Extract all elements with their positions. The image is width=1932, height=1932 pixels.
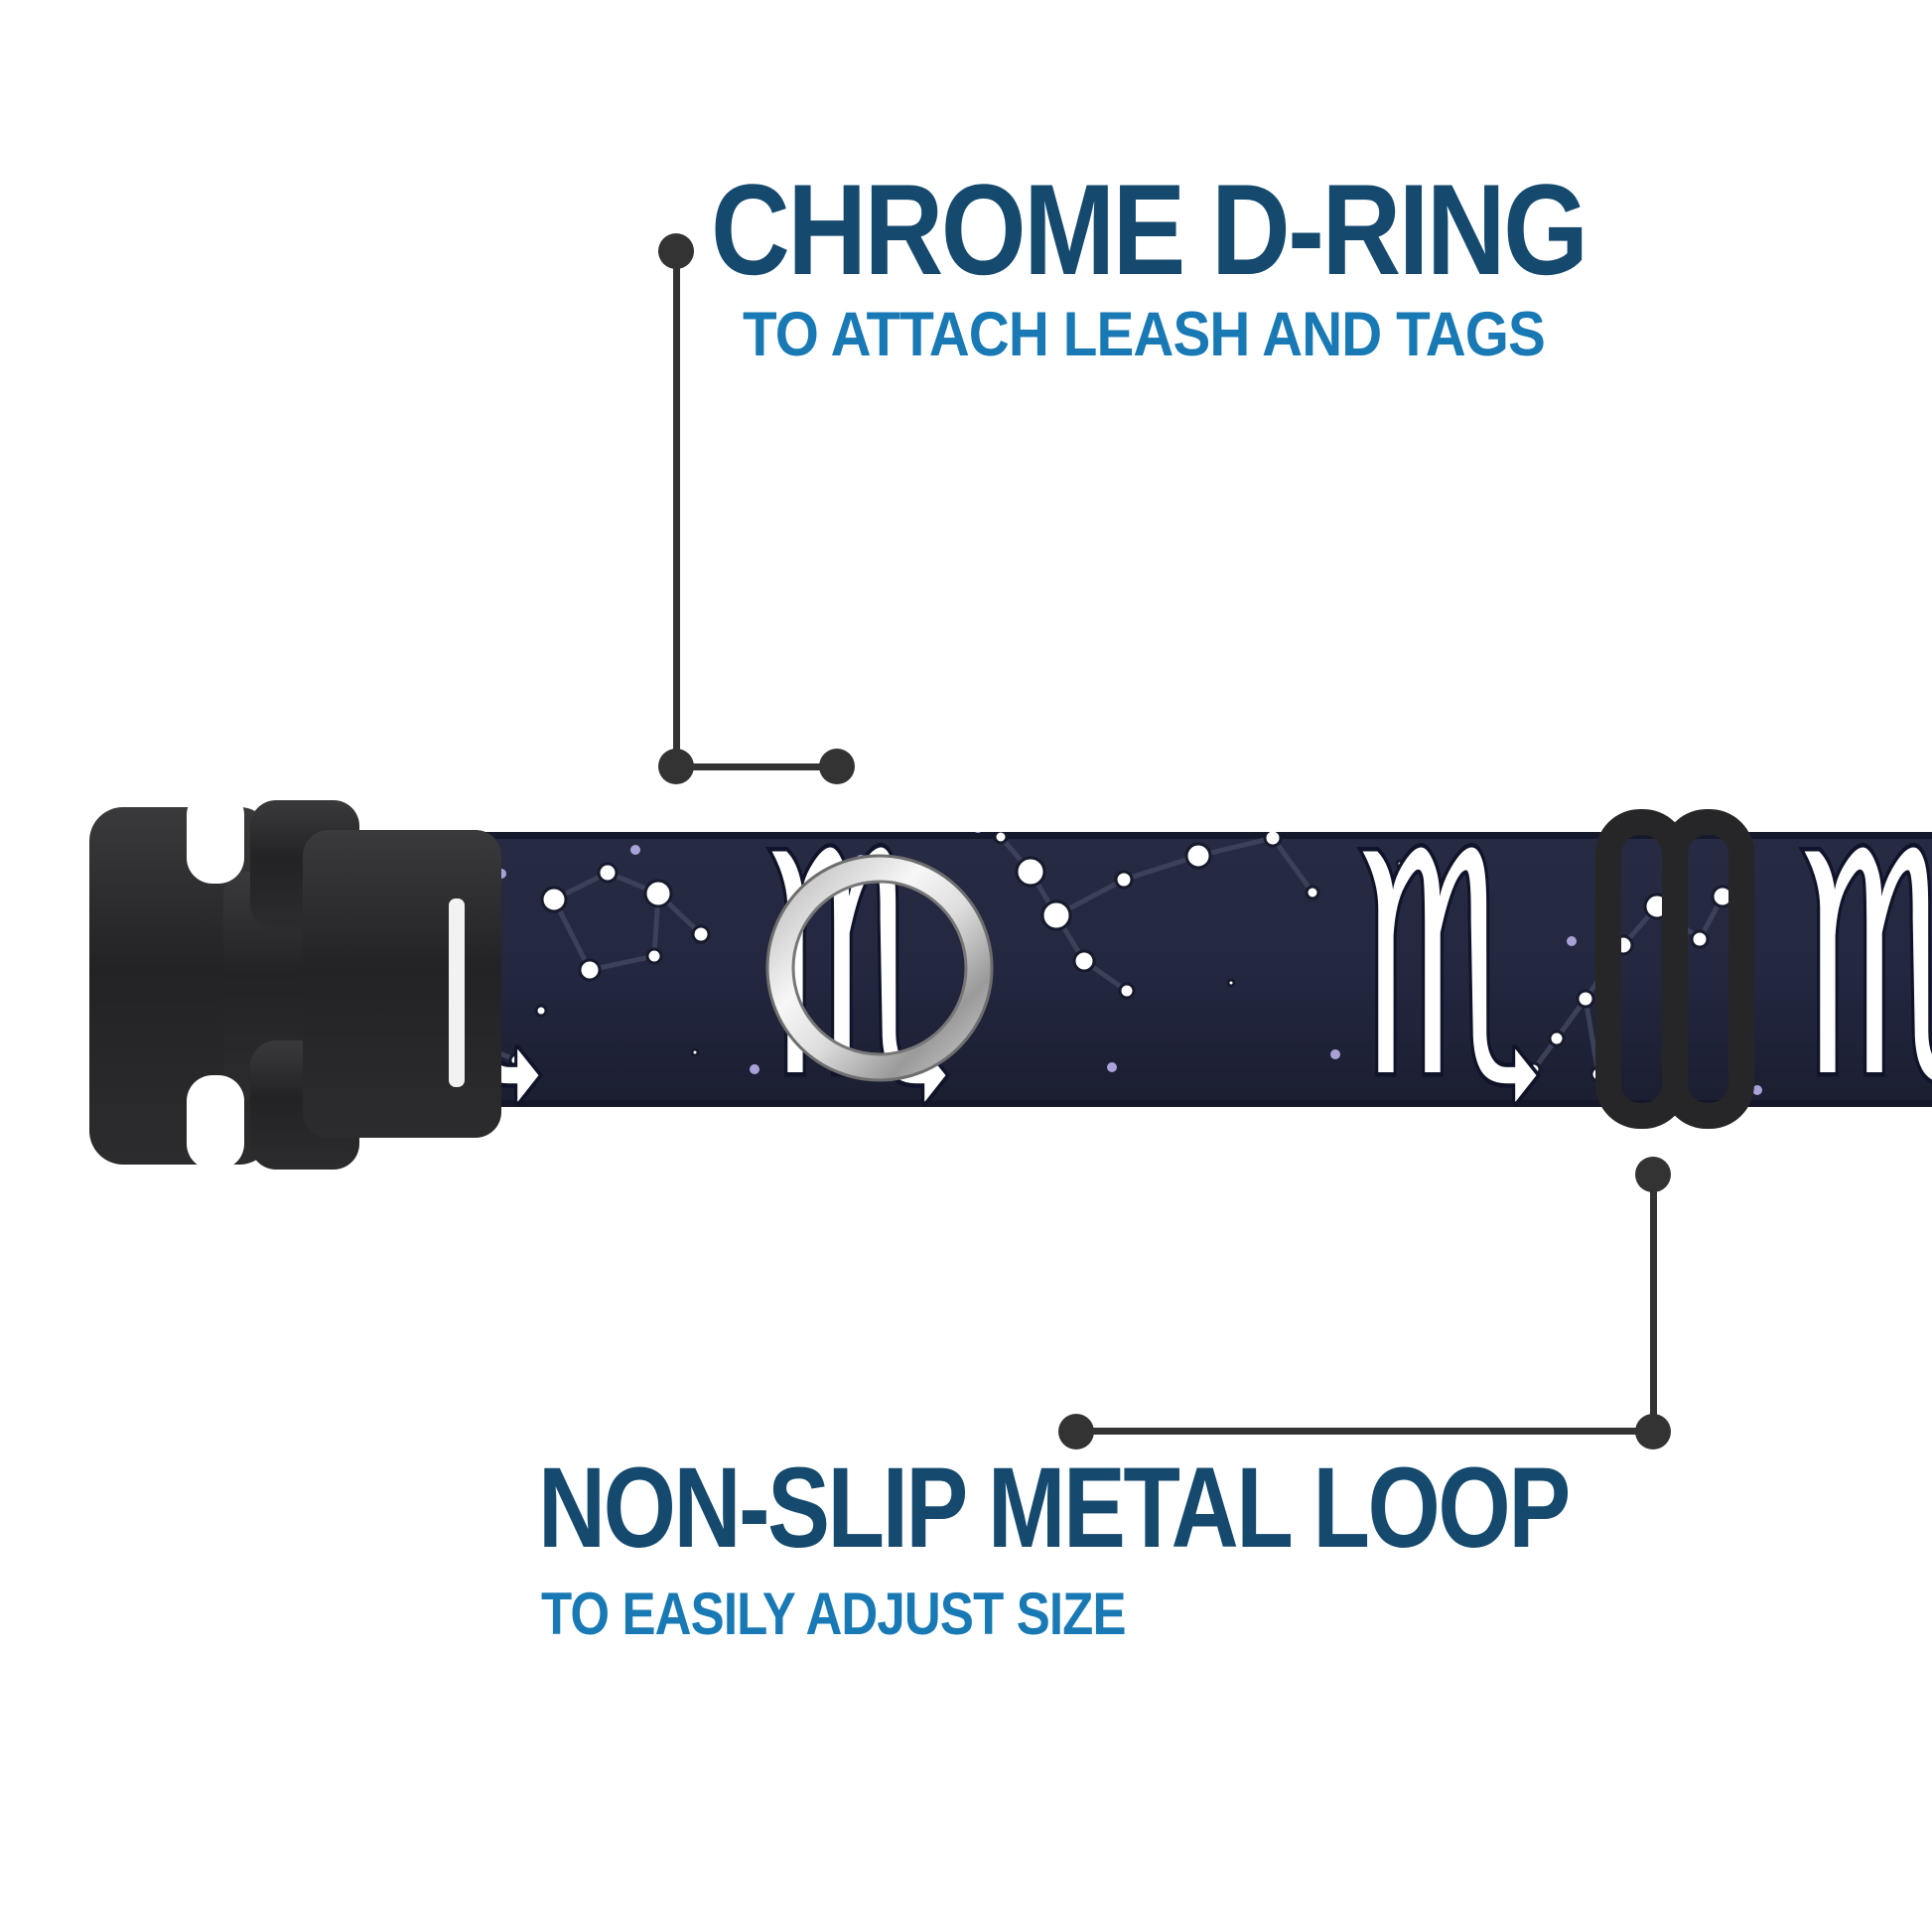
buckle-slot bbox=[449, 898, 465, 1087]
webbing-top-edge bbox=[395, 832, 1932, 839]
top-callout-line-vertical bbox=[673, 260, 680, 770]
top-callout-title: CHROME D-RING bbox=[711, 157, 1588, 302]
metal-loop-slider bbox=[1595, 809, 1754, 1129]
top-callout-line-horizontal bbox=[676, 763, 837, 770]
top-callout-subtitle: TO ATTACH LEASH AND TAGS bbox=[743, 300, 1546, 369]
bottom-callout-line-vertical bbox=[1650, 1183, 1657, 1432]
chrome-d-ring bbox=[765, 854, 994, 1082]
side-release-buckle bbox=[89, 789, 501, 1170]
scorpio-symbol: ♏ bbox=[1356, 786, 1544, 1145]
top-callout-dot-end bbox=[819, 749, 855, 784]
webbing-bottom-edge bbox=[395, 1100, 1932, 1107]
buckle-notch-bottom bbox=[187, 1075, 244, 1170]
scorpio-symbols: ♏ ♏ ♏ ♏ bbox=[395, 786, 1932, 1145]
product-image: ♏ ♏ ♏ ♏ bbox=[89, 786, 1932, 1170]
bottom-callout-dot-end bbox=[1058, 1414, 1094, 1449]
bottom-callout-title: NON-SLIP METAL LOOP bbox=[538, 1445, 1571, 1572]
bottom-callout-subtitle: TO EASILY ADJUST SIZE bbox=[541, 1581, 1127, 1647]
bottom-callout-line-horizontal bbox=[1076, 1428, 1653, 1435]
scorpio-symbol: ♏ bbox=[1798, 786, 1932, 1145]
webbing-pattern: ♏ ♏ ♏ ♏ bbox=[395, 786, 1932, 1145]
webbing-band bbox=[395, 832, 1932, 1107]
collar-webbing bbox=[395, 832, 1932, 1107]
buckle-notch-top bbox=[187, 789, 244, 884]
